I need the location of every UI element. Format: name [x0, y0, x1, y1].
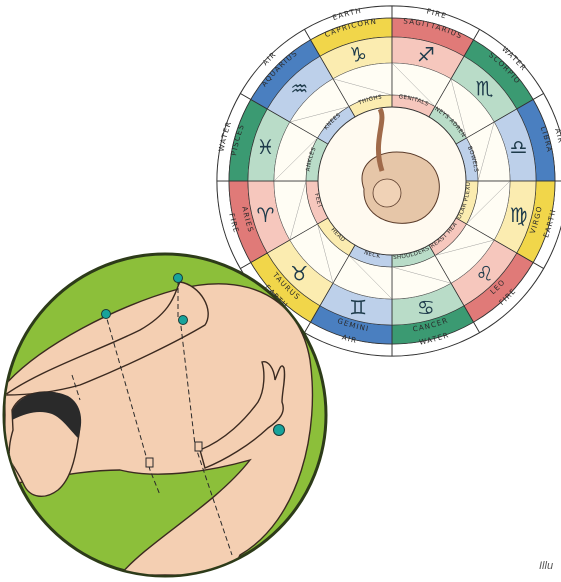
caption-text: Illu — [539, 560, 553, 572]
acupoint-4 — [274, 425, 285, 436]
acupoint-3 — [179, 316, 188, 325]
acupoint-2 — [174, 274, 183, 283]
acupoint-marker-2 — [195, 442, 202, 451]
figure-illustration — [4, 254, 326, 576]
acupoint-marker-1 — [146, 458, 153, 467]
acupoint-1 — [102, 310, 111, 319]
